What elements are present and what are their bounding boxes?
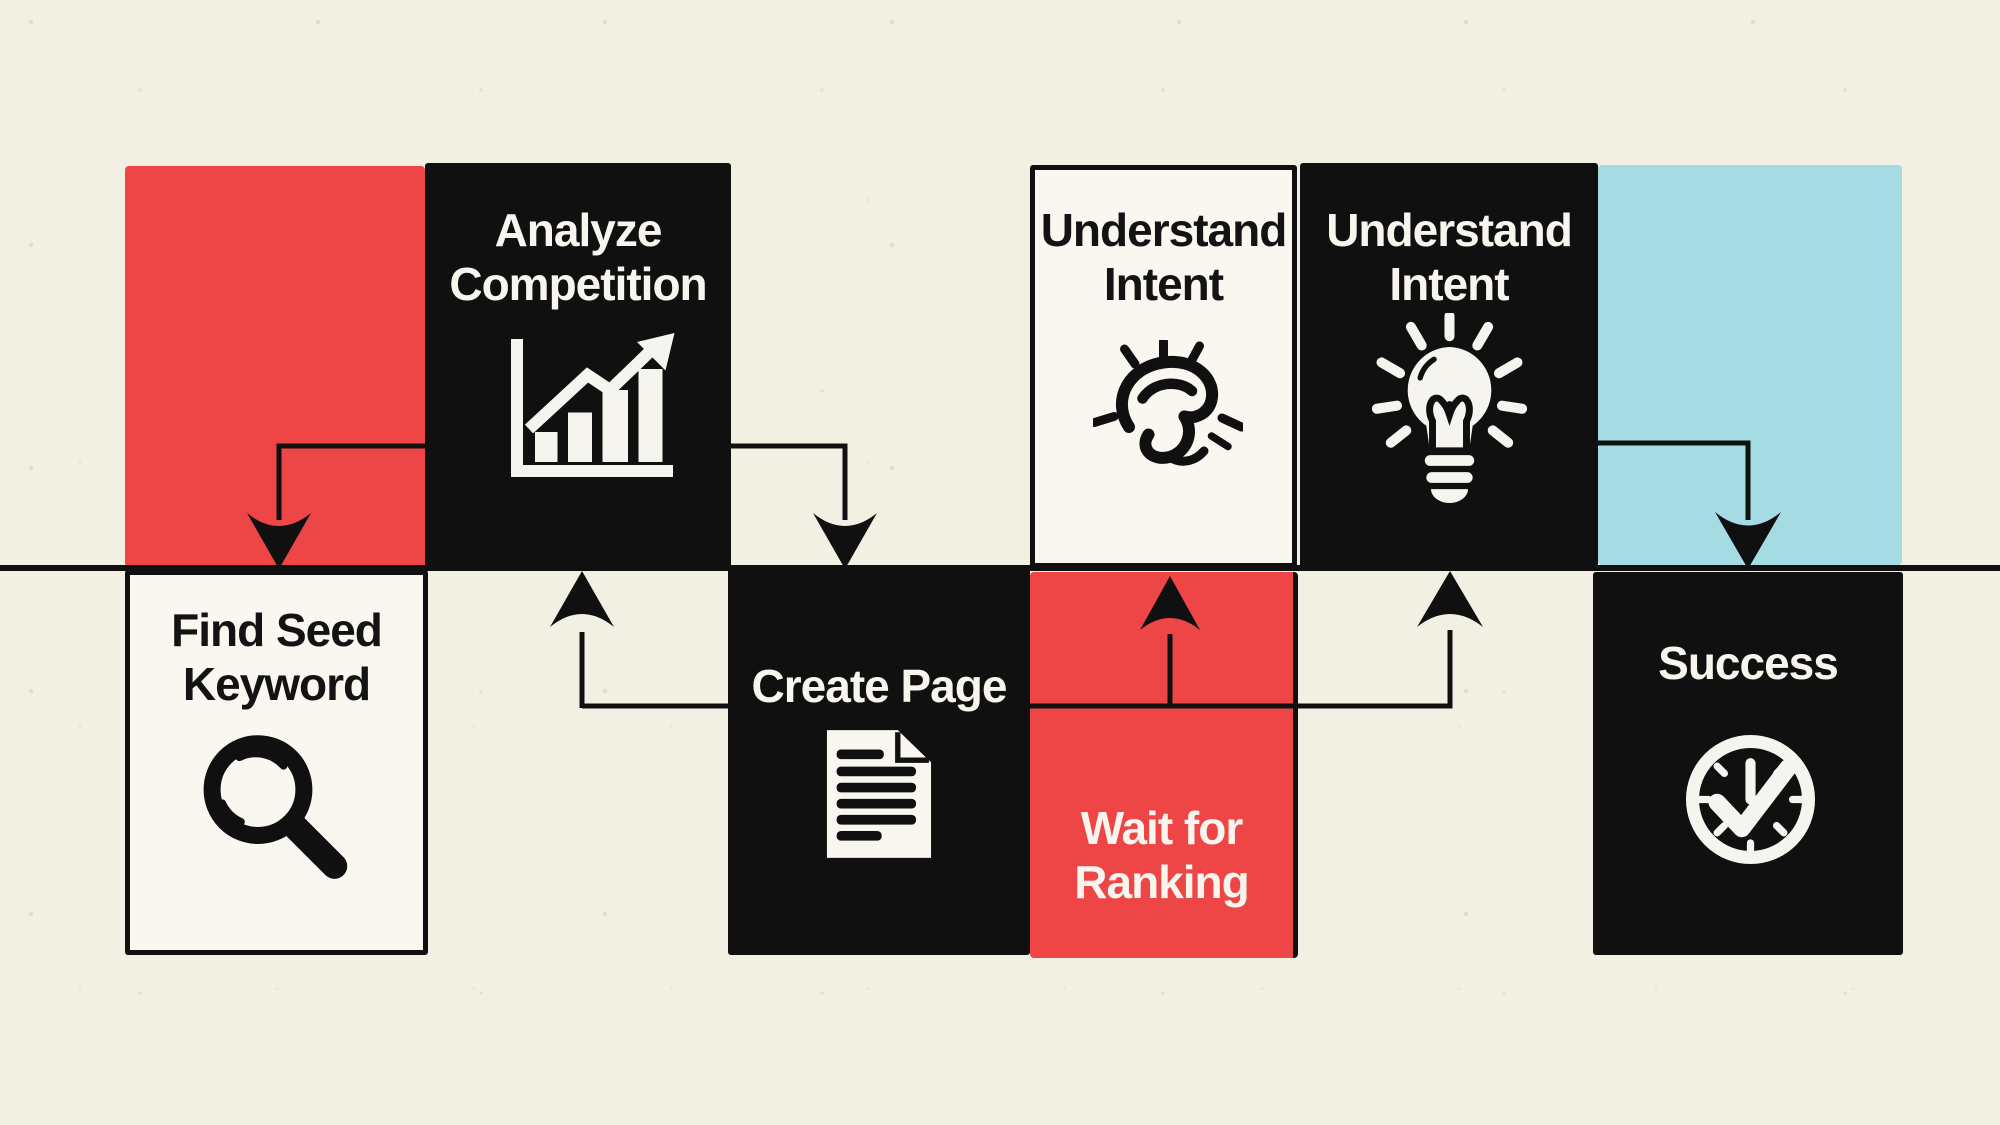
- label-line: Keyword: [182, 658, 371, 710]
- magnifier-icon: [203, 735, 348, 879]
- label-line: Find Seed: [171, 604, 383, 656]
- label-line: Success: [1658, 637, 1839, 689]
- box-label: Understand Intent: [1035, 170, 1292, 311]
- box-label: Analyze Competition: [425, 163, 731, 311]
- box-label: Understand Intent: [1300, 163, 1598, 311]
- label-line: Competition: [449, 258, 707, 310]
- flow-box-wait-for-ranking: Wait for Ranking: [1030, 572, 1298, 958]
- scribble-idea-icon: [1093, 340, 1243, 466]
- label-line: Understand: [1040, 204, 1288, 256]
- box-label: Find Seed Keyword: [130, 575, 423, 711]
- label-line: Intent: [1389, 258, 1509, 310]
- flow-box-success: Success: [1593, 572, 1903, 955]
- box-label: Create Page: [728, 566, 1030, 713]
- bar-chart-icon: [511, 333, 675, 477]
- flow-box-find-seed-keyword: Find Seed Keyword: [125, 570, 428, 955]
- flow-box-start: [125, 166, 425, 568]
- arrowhead-up-icon: [1417, 571, 1483, 627]
- label-line: Understand: [1326, 204, 1573, 256]
- arrowhead-down-icon: [813, 513, 877, 569]
- label-line: Analyze: [494, 204, 663, 256]
- flow-box-understand-intent-bulb: Understand Intent: [1300, 163, 1598, 568]
- box-label: Success: [1593, 572, 1903, 690]
- flow-box-end: [1598, 165, 1902, 565]
- label-line: Wait for: [1080, 802, 1244, 854]
- box-label: Wait for Ranking: [1030, 572, 1293, 909]
- flow-box-create-page: Create Page: [728, 566, 1030, 955]
- clock-check-icon: [1685, 734, 1816, 865]
- label-line: Create Page: [751, 660, 1008, 712]
- arrowhead-up-icon: [550, 571, 614, 627]
- label-line: Ranking: [1074, 856, 1249, 908]
- lightbulb-icon: [1372, 313, 1527, 503]
- flow-box-analyze-competition: Analyze Competition: [425, 163, 731, 568]
- label-line: Intent: [1103, 258, 1224, 310]
- flow-box-understand-intent-sketch: Understand Intent: [1030, 165, 1297, 568]
- document-icon: [826, 730, 932, 858]
